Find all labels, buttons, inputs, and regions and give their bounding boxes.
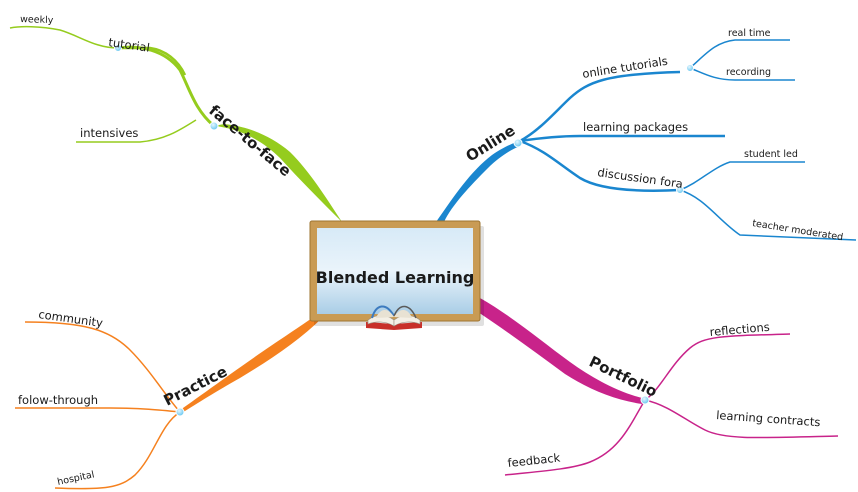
feedback-link [504,399,646,476]
student-led-label[interactable]: student led [744,149,798,160]
community-label[interactable]: community [38,307,104,330]
branch-portfolio: Portfolio reflections learning contracts… [478,298,839,476]
real-time-link [689,39,790,69]
weekly-label[interactable]: weekly [20,14,54,26]
practice-node[interactable] [175,407,185,417]
feedback-label[interactable]: feedback [507,451,561,470]
hospital-label[interactable]: hospital [56,469,95,488]
teacher-moderated-link [679,189,857,241]
intensives-link [76,119,197,143]
folow-through-link [15,407,181,413]
community-link [24,321,181,413]
real-time-label[interactable]: real time [728,28,771,39]
hospital-link [54,411,181,490]
intensives-label[interactable]: intensives [80,126,138,140]
folow-through-label[interactable]: folow-through [18,393,98,407]
tutorial-underline [118,46,187,76]
face-to-face-stem [117,45,215,128]
online-tutorials-node[interactable] [686,64,694,72]
face-to-face-label[interactable]: face-to-face [205,101,294,180]
teacher-moderated-label[interactable]: teacher moderated [752,218,844,243]
learning-packages-label[interactable]: learning packages [583,120,688,134]
board-surface [317,228,473,314]
discussion-fora-node[interactable] [676,186,684,194]
face-to-face-trunk [214,124,342,222]
central-topic[interactable]: Blended Learning [309,220,484,330]
discussion-fora-link [519,139,681,192]
reflections-link [644,333,791,401]
recording-label[interactable]: recording [726,67,771,78]
learning-contracts-link [644,399,839,439]
learning-packages-link [519,134,725,143]
weekly-link [9,25,119,49]
portfolio-node[interactable] [640,395,650,405]
portfolio-trunk [478,298,642,404]
recording-link [689,67,795,81]
online-trunk [436,141,520,222]
tutorial-label[interactable]: tutorial [108,35,151,55]
learning-contracts-label[interactable]: learning contracts [716,408,821,429]
practice-trunk [180,318,322,414]
branch-online: Online online tutorials real time record… [436,28,857,243]
online-tutorials-link [519,70,681,143]
central-topic-label[interactable]: Blended Learning [316,268,475,287]
open-book-icon [366,305,422,330]
reflections-label[interactable]: reflections [709,320,770,339]
online-node[interactable] [513,138,523,148]
student-led-link [679,161,805,191]
face-to-face-node[interactable] [209,121,219,131]
branch-practice: Practice community folow-through hospita… [15,307,322,490]
branch-face-to-face: face-to-face tutorial weekly intensives [9,14,342,222]
tutorial-node[interactable] [114,44,122,52]
